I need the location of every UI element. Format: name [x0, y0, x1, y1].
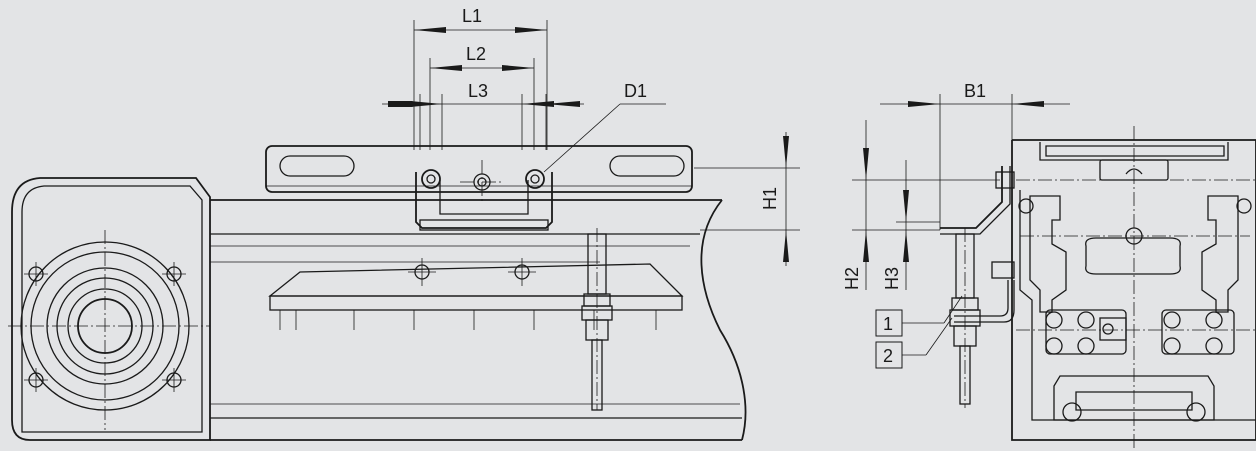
dimension-h1: H1: [694, 132, 800, 266]
sensor-rod-side: [581, 228, 613, 411]
side-view: L1 L2 L3 D1: [8, 6, 800, 441]
callout-1: 1: [875, 295, 963, 337]
dimension-h2-h3: H2 H3: [842, 120, 1000, 290]
proximity-sensor: [949, 228, 981, 408]
label-d1: D1: [624, 81, 647, 101]
inner-bar: [268, 258, 684, 330]
section-view: B1 H2 H3: [842, 81, 1256, 451]
motor-housing: [8, 177, 211, 441]
callout-2-label: 2: [883, 346, 893, 366]
callout-2: 2: [875, 317, 953, 369]
label-l3: L3: [468, 81, 488, 101]
callout-1-label: 1: [883, 314, 893, 334]
motor-bolt-holes: [24, 262, 186, 392]
mounting-bracket: [415, 160, 553, 231]
label-l2: L2: [466, 44, 486, 64]
dimension-l2: L2: [429, 44, 535, 150]
dimension-d1: D1: [543, 81, 666, 173]
dimension-l1: L1: [413, 6, 548, 150]
dimension-b1: B1: [880, 81, 1070, 230]
label-b1: B1: [964, 81, 986, 101]
profile-cross-section: [1011, 126, 1256, 451]
carriage-top: [265, 145, 693, 193]
label-h1: H1: [760, 187, 780, 210]
label-h2: H2: [842, 267, 862, 290]
label-l1: L1: [462, 6, 482, 26]
linear-profile: [210, 199, 747, 441]
dimension-l3: L3: [382, 81, 584, 150]
label-h3: H3: [882, 267, 902, 290]
